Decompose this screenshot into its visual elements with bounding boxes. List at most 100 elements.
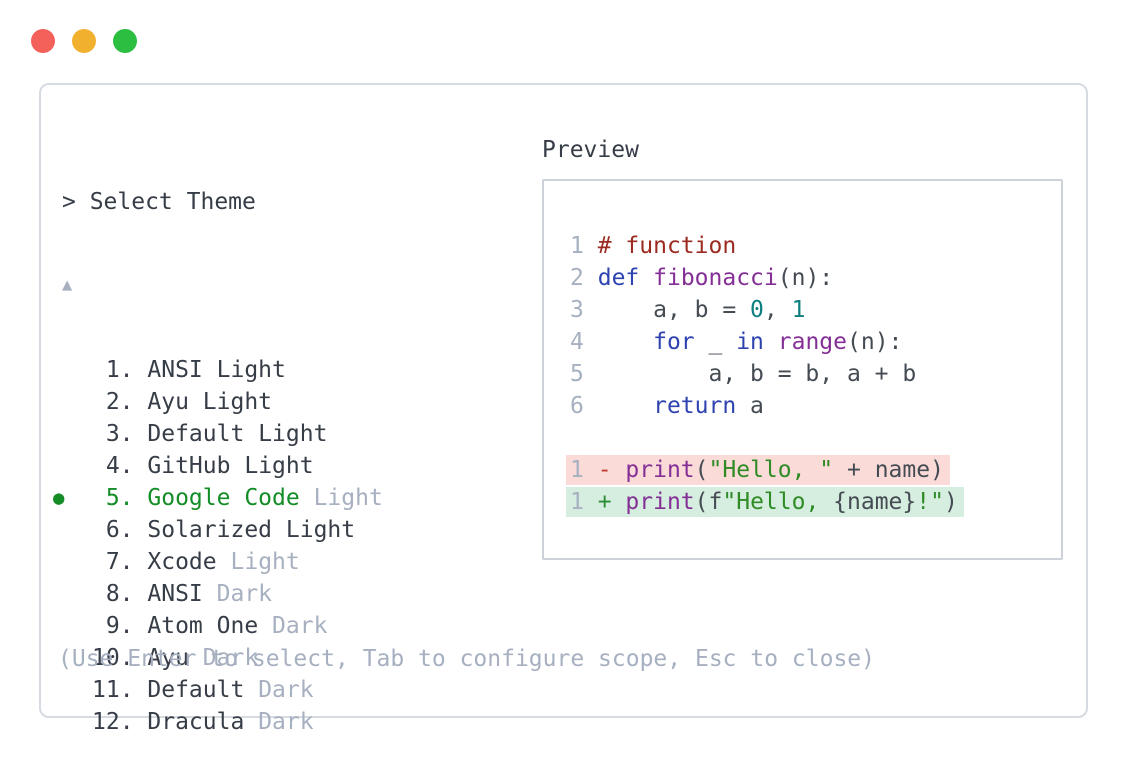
code-line: 5 a, b = b, a + b bbox=[570, 358, 1061, 390]
theme-item-variant: Light bbox=[244, 453, 314, 479]
theme-item-number: 12. bbox=[92, 709, 134, 735]
diff-highlight-added: 1 + print(f"Hello, {name}!") bbox=[566, 487, 964, 517]
code-token: {name} bbox=[833, 489, 917, 515]
code-token: for bbox=[653, 329, 695, 355]
theme-item-number: 8. bbox=[105, 581, 134, 607]
theme-item-number: 11. bbox=[92, 677, 134, 703]
code-token: - bbox=[597, 457, 626, 483]
code-token: range bbox=[777, 329, 848, 355]
code-token: print bbox=[625, 489, 695, 515]
code-token: def bbox=[597, 265, 640, 291]
code-token: a, b = b, a + b bbox=[597, 361, 917, 387]
code-line: 3 a, b = 0, 1 bbox=[570, 294, 1061, 326]
theme-item-ayu-light[interactable]: 2. Ayu Light bbox=[62, 386, 383, 418]
code-token: (n): bbox=[847, 329, 903, 355]
theme-item-variant: Light bbox=[202, 389, 273, 415]
code-token: (n): bbox=[777, 265, 834, 291]
theme-item-xcode-light[interactable]: 7. Xcode Light bbox=[62, 546, 383, 578]
theme-item-number: 5. bbox=[105, 485, 134, 511]
line-number: 1 bbox=[570, 457, 584, 483]
code-line: 4 for _ in range(n): bbox=[570, 326, 1061, 358]
theme-item-google-code-light[interactable]: ● 5. Google Code Light bbox=[53, 482, 383, 514]
code-line: 2 def fibonacci(n): bbox=[570, 262, 1061, 294]
theme-item-number: 10. bbox=[92, 645, 134, 671]
diff-line-added: 1 + print(f"Hello, {name}!") bbox=[566, 486, 1061, 518]
theme-item-dracula-dark[interactable]: 12. Dracula Dark bbox=[62, 706, 383, 738]
theme-item-name: Xcode bbox=[147, 549, 217, 575]
theme-item-default-light[interactable]: 3. Default Light bbox=[62, 418, 383, 450]
theme-item-variant: Light bbox=[285, 517, 356, 543]
code-token: "Hello, " bbox=[708, 457, 834, 483]
theme-item-name: Default bbox=[147, 677, 245, 703]
theme-item-number: 9. bbox=[105, 613, 134, 639]
theme-item-variant: Light bbox=[230, 549, 300, 575]
theme-item-name: Dracula bbox=[147, 709, 245, 735]
theme-item-number: 2. bbox=[105, 389, 134, 415]
code-token: a bbox=[736, 393, 764, 419]
preview-label: Preview bbox=[542, 137, 639, 163]
code-token bbox=[639, 265, 653, 291]
code-line: 1 # function bbox=[570, 230, 1061, 262]
close-window-icon[interactable] bbox=[31, 29, 55, 53]
line-number: 2 bbox=[570, 265, 584, 291]
code-token: # function bbox=[597, 233, 737, 259]
diff-line-removed: 1 - print("Hello, " + name) bbox=[566, 454, 1061, 486]
theme-item-variant: Light bbox=[313, 485, 383, 511]
code-token: in bbox=[736, 329, 764, 355]
theme-item-github-light[interactable]: 4. GitHub Light bbox=[62, 450, 383, 482]
theme-item-name: Ayu bbox=[147, 389, 189, 415]
code-token: + bbox=[597, 489, 626, 515]
theme-item-number: 1. bbox=[105, 357, 134, 383]
theme-item-solarized-light[interactable]: 6. Solarized Light bbox=[62, 514, 383, 546]
code-spacer bbox=[570, 422, 1061, 454]
line-number: 6 bbox=[570, 393, 584, 419]
scroll-up-icon[interactable]: ▲ bbox=[62, 275, 73, 295]
code-token: return bbox=[653, 393, 737, 419]
code-token: print bbox=[625, 457, 695, 483]
code-token: fibonacci bbox=[653, 265, 778, 291]
theme-item-variant: Dark bbox=[202, 645, 259, 671]
code-token: !" bbox=[916, 489, 944, 515]
theme-item-ansi-dark[interactable]: 8. ANSI Dark bbox=[62, 578, 383, 610]
theme-item-number: 3. bbox=[105, 421, 134, 447]
code-token: + name) bbox=[833, 457, 944, 483]
minimize-window-icon[interactable] bbox=[72, 29, 96, 53]
theme-item-number: 6. bbox=[105, 517, 134, 543]
theme-item-ansi-light[interactable]: 1. ANSI Light bbox=[62, 354, 383, 386]
code-token: 0 bbox=[750, 297, 764, 323]
code-token: , bbox=[763, 297, 792, 323]
code-token: ( bbox=[694, 457, 709, 483]
theme-item-name: Default bbox=[147, 421, 245, 447]
theme-item-variant: Dark bbox=[216, 581, 273, 607]
theme-item-variant: Light bbox=[258, 421, 328, 447]
window-controls bbox=[31, 29, 137, 53]
code-token bbox=[598, 329, 653, 355]
code-token: _ bbox=[694, 329, 737, 355]
diff-highlight-removed: 1 - print("Hello, " + name) bbox=[566, 455, 950, 485]
theme-item-atom-one-dark[interactable]: 9. Atom One Dark bbox=[62, 610, 383, 642]
theme-item-number: 7. bbox=[105, 549, 134, 575]
line-number: 1 bbox=[570, 233, 584, 259]
line-number: 1 bbox=[570, 489, 584, 515]
code-line: 6 return a bbox=[570, 390, 1061, 422]
theme-item-name: Solarized bbox=[147, 517, 273, 543]
theme-item-name: Google Code bbox=[147, 485, 300, 511]
zoom-window-icon[interactable] bbox=[113, 29, 137, 53]
selected-marker-icon: ● bbox=[53, 487, 65, 509]
theme-item-variant: Dark bbox=[258, 709, 314, 735]
theme-item-variant: Dark bbox=[272, 613, 328, 639]
code-token: ) bbox=[943, 489, 958, 515]
theme-item-name: GitHub bbox=[147, 453, 231, 479]
code-token bbox=[598, 393, 653, 419]
line-number: 4 bbox=[570, 329, 584, 355]
theme-item-ayu-dark[interactable]: 10. Ayu Dark bbox=[62, 642, 383, 674]
theme-item-name: Ayu bbox=[147, 645, 189, 671]
select-theme-prompt: > Select Theme bbox=[62, 189, 256, 215]
theme-item-default-dark[interactable]: 11. Default Dark bbox=[62, 674, 383, 706]
line-number: 5 bbox=[570, 361, 584, 387]
